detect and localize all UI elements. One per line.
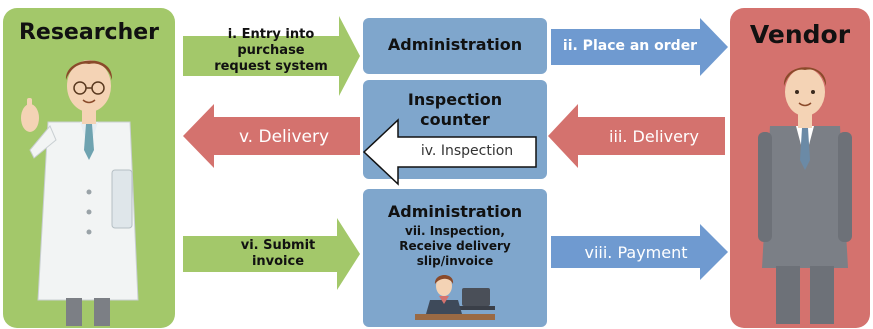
admin-worker-figure [415,275,495,320]
header-strip [0,0,873,4]
administration-box-top: Administration [363,18,547,74]
researcher-figure [21,60,139,326]
arrow-submit-invoice [183,218,360,290]
step-1-label: i. Entry into purchase request system [214,27,328,74]
vendor-figure [758,67,852,324]
step-3-label: iii. Delivery [609,127,699,146]
arrow-entry-purchase-request [183,16,360,96]
step-5-label: v. Delivery [238,127,330,147]
step-4-label: iv. Inspection [420,143,514,159]
inspection-counter-label: Inspection counter [407,90,503,129]
step-6-label: vi. Submit invoice [240,238,316,269]
arrow-vendor-delivery [548,104,725,168]
arrow-payment [551,224,728,280]
arrow-place-order [551,18,728,76]
step-8-label: viii. Payment [584,243,688,262]
step-7-label: vii. Inspection, Receive delivery slip/i… [399,224,511,268]
vendor-label: Vendor [749,20,851,49]
arrow-researcher-delivery [183,104,360,168]
researcher-label: Researcher [18,20,160,45]
administration-label-bottom: Administration [387,202,523,221]
step-2-label: ii. Place an order [562,38,698,54]
arrow-inspection [362,118,537,186]
administration-label-top: Administration [387,35,523,54]
